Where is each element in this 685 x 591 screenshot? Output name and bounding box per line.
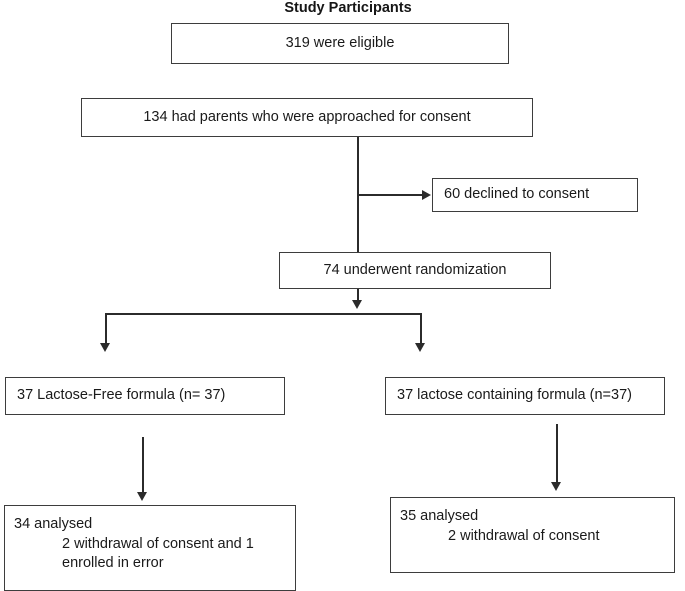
connector-split-left <box>105 313 107 345</box>
node-analysed-left-line1: 34 analysed <box>14 516 93 532</box>
node-analysed-right-line1: 35 analysed <box>400 508 479 524</box>
arrowhead-left-analysed <box>137 492 147 501</box>
node-analysed-left: 34 analysed 2 withdrawal of consent and … <box>4 505 296 591</box>
arrowhead-to-declined <box>422 189 431 200</box>
arrowhead-split-right <box>415 343 425 352</box>
node-declined-label: 60 declined to consent <box>444 186 590 203</box>
node-eligible-label: 319 were eligible <box>285 34 395 51</box>
node-arm-lactose-containing-label: 37 lactose containing formula (n=37) <box>397 387 632 404</box>
node-analysed-right-line2: 2 withdrawal of consent <box>448 527 600 544</box>
node-eligible: 319 were eligible <box>171 23 509 64</box>
node-arm-lactose-free: 37 Lactose-Free formula (n= 37) <box>5 377 285 415</box>
node-declined: 60 declined to consent <box>432 178 638 212</box>
chart-title: Study Participants <box>284 0 412 16</box>
arrowhead-split-left <box>100 343 110 352</box>
connector-left-arm-to-analysed <box>142 437 144 494</box>
connector-approached-to-declined <box>357 194 423 196</box>
node-randomized-label: 74 underwent randomization <box>323 261 507 278</box>
connector-split-horizontal <box>105 313 422 315</box>
node-analysed-right: 35 analysed 2 withdrawal of consent <box>390 497 675 573</box>
connector-randomized-stem <box>357 289 359 305</box>
node-arm-lactose-containing: 37 lactose containing formula (n=37) <box>385 377 665 415</box>
node-analysed-left-line2: 2 withdrawal of consent and 1 enrolled i… <box>62 535 254 572</box>
node-approached: 134 had parents who were approached for … <box>81 98 533 137</box>
arrowhead-right-analysed <box>551 482 561 491</box>
arrowhead-randomized-stem <box>352 300 362 309</box>
connector-right-arm-to-analysed <box>556 424 558 484</box>
node-approached-label: 134 had parents who were approached for … <box>143 108 471 125</box>
node-randomized: 74 underwent randomization <box>279 252 551 289</box>
connector-split-right <box>420 313 422 345</box>
node-arm-lactose-free-label: 37 Lactose-Free formula (n= 37) <box>17 387 226 404</box>
